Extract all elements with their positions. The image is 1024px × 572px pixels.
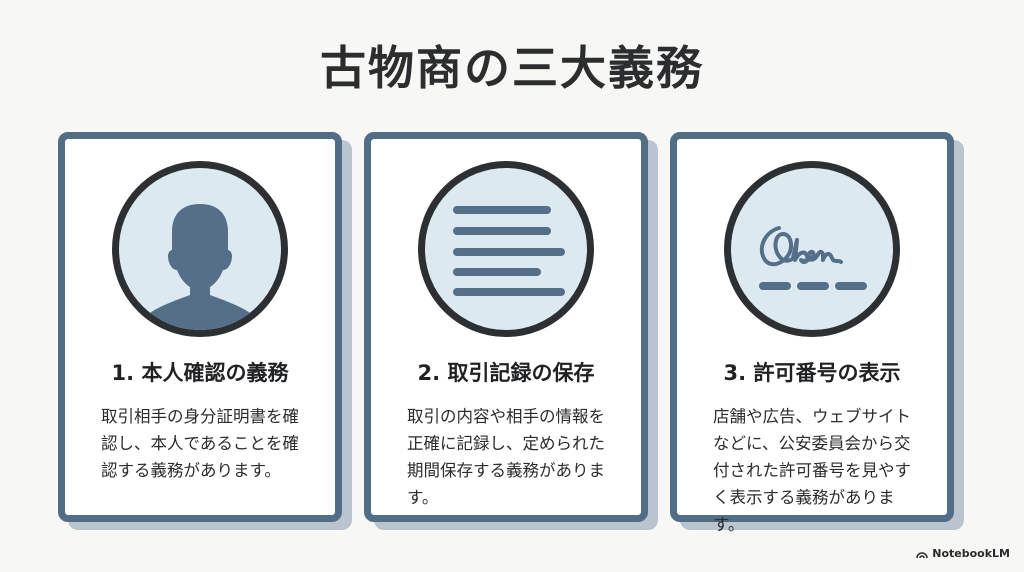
card-heading: 1. 本人確認の義務 (111, 361, 289, 385)
card-description: 取引相手の身分証明書を確認し、本人であることを確認する義務があります。 (101, 407, 299, 480)
brand-watermark: NotebookLM (916, 547, 1010, 560)
card-description: 取引の内容や相手の情報を正確に記録し、定められた期間保存する義務があります。 (407, 407, 605, 507)
card-description: 店舗や広告、ウェブサイトなどに、公安委員会から交付された許可番号を見やすく表示す… (713, 407, 911, 534)
document-lines-icon (418, 161, 594, 337)
card-heading: 2. 取引記録の保存 (417, 361, 595, 385)
card-heading: 3. 許可番号の表示 (723, 361, 901, 385)
card-license-display: 3. 許可番号の表示 店舗や広告、ウェブサイトなどに、公安委員会から交付された許… (670, 132, 964, 534)
notebooklm-logo-icon (916, 551, 928, 558)
signature-icon (724, 161, 900, 337)
person-silhouette-icon (112, 161, 288, 337)
brand-label: NotebookLM (932, 547, 1010, 560)
card-transaction-records: 2. 取引記録の保存 取引の内容や相手の情報を正確に記録し、定められた期間保存す… (364, 132, 658, 530)
card-identity-verification: 1. 本人確認の義務 取引相手の身分証明書を確認し、本人であることを確認する義務… (58, 132, 352, 530)
card: 2. 取引記録の保存 取引の内容や相手の情報を正確に記録し、定められた期間保存す… (364, 132, 648, 522)
card: 3. 許可番号の表示 店舗や広告、ウェブサイトなどに、公安委員会から交付された許… (670, 132, 954, 534)
card: 1. 本人確認の義務 取引相手の身分証明書を確認し、本人であることを確認する義務… (58, 132, 342, 522)
slide-title: 古物商の三大義務 (320, 41, 704, 95)
